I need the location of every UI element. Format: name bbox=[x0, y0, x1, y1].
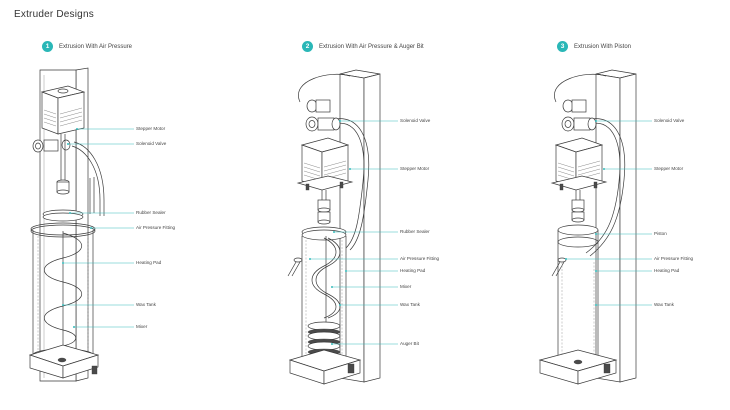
design-1-label-mixer: Mixer bbox=[136, 324, 148, 329]
design-1-leader-lines bbox=[62, 128, 134, 328]
design-2-heading: 2 Extrusion With Air Pressure & Auger Bi… bbox=[302, 41, 424, 52]
design-2-number-badge: 2 bbox=[302, 41, 313, 52]
design-3-label-heating-pad: Heating Pad bbox=[654, 268, 680, 273]
design-3-wax-tank bbox=[557, 242, 599, 362]
design-3-hose bbox=[554, 73, 607, 103]
design-3-label-air-pressure-fitting: Air Pressure Fitting bbox=[654, 256, 694, 261]
design-2-back-plate bbox=[339, 73, 365, 383]
design-1-coupler bbox=[56, 179, 70, 195]
design-2-hose bbox=[298, 73, 351, 103]
design-1-solenoid-valve bbox=[32, 139, 105, 216]
design-3-coupler bbox=[571, 199, 585, 223]
design-2-solenoid-valve bbox=[305, 99, 341, 132]
design-3-number-badge: 3 bbox=[557, 41, 568, 52]
design-2-mixer bbox=[311, 237, 337, 319]
design-2-label-stepper-motor: Stepper Motor bbox=[400, 166, 430, 171]
design-3-leader-lines bbox=[565, 120, 652, 306]
design-2-label-air-pressure-fitting: Air Pressure Fitting bbox=[400, 256, 440, 261]
design-2-drawing bbox=[287, 69, 398, 385]
design-1-label-rubber-sealer: Rubber Sealer bbox=[136, 210, 166, 215]
page-title: Extruder Designs bbox=[14, 9, 94, 20]
design-2-air-fitting bbox=[287, 261, 297, 277]
design-2-label-rubber-sealer: Rubber Sealer bbox=[400, 229, 430, 234]
design-3-stepper-motor bbox=[550, 137, 608, 191]
design-1-label-solenoid-valve: Solenoid Valve bbox=[136, 141, 167, 146]
design-2-leader-lines bbox=[309, 120, 398, 345]
design-2-base bbox=[288, 349, 362, 385]
design-1-label-wax-tank: Wax Tank bbox=[136, 302, 156, 307]
design-1-label-stepper-motor: Stepper Motor bbox=[136, 126, 166, 131]
design-3-air-fitting bbox=[551, 261, 561, 277]
design-1-drawing bbox=[28, 67, 134, 382]
design-2-label-mixer: Mixer bbox=[400, 284, 412, 289]
design-3-base bbox=[538, 349, 618, 385]
design-1-mixer bbox=[43, 232, 83, 347]
design-1-label-heating-pad: Heating Pad bbox=[136, 260, 162, 265]
design-1-stepper-motor bbox=[40, 85, 86, 135]
design-1-title: Extrusion With Air Pressure bbox=[59, 43, 133, 50]
design-1-heading: 1 Extrusion With Air Pressure bbox=[42, 41, 132, 52]
design-2-label-heating-pad: Heating Pad bbox=[400, 268, 426, 273]
design-3-back-plate bbox=[595, 73, 621, 383]
design-3-solenoid-valve bbox=[561, 99, 597, 132]
design-2-label-solenoid-valve: Solenoid Valve bbox=[400, 118, 431, 123]
design-3-label-wax-tank: Wax Tank bbox=[654, 302, 674, 307]
design-3-drawing bbox=[538, 69, 652, 385]
design-2-coupler bbox=[317, 199, 331, 225]
design-2-label-wax-tank: Wax Tank bbox=[400, 302, 420, 307]
design-1-number-badge: 1 bbox=[42, 41, 53, 52]
design-3-label-piston: Piston bbox=[654, 231, 667, 236]
design-1-base bbox=[28, 344, 100, 379]
design-3-heading: 3 Extrusion With Piston bbox=[557, 41, 631, 52]
design-2-label-auger-bit: Auger Bit bbox=[400, 341, 419, 346]
design-3-label-solenoid-valve: Solenoid Valve bbox=[654, 118, 685, 123]
design-3-label-stepper-motor: Stepper Motor bbox=[654, 166, 684, 171]
design-2-title: Extrusion With Air Pressure & Auger Bit bbox=[319, 43, 424, 50]
design-1-label-air-pressure-fitting: Air Pressure Fitting bbox=[136, 225, 176, 230]
design-2-stepper-motor bbox=[296, 137, 354, 191]
design-3-piston bbox=[557, 224, 599, 248]
design-3-title: Extrusion With Piston bbox=[574, 43, 632, 50]
